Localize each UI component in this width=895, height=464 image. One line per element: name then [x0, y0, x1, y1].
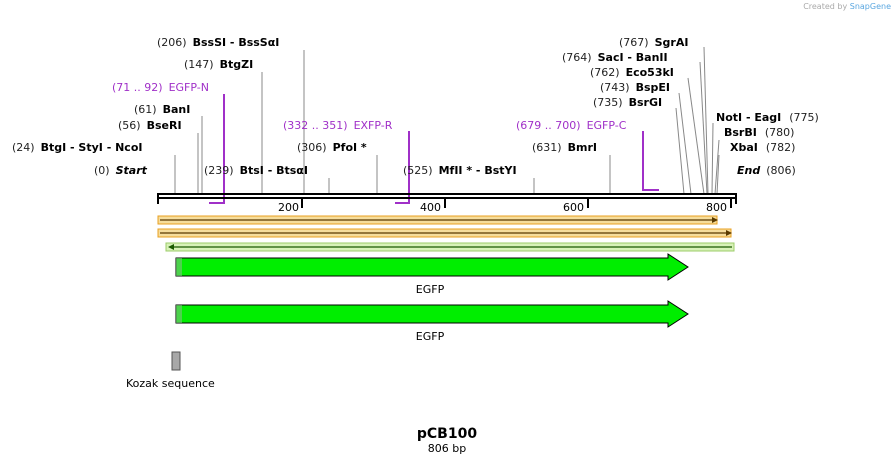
site-btgi: (24)BtgI - StyI - NcoI: [12, 141, 142, 154]
site-bani: (61)BanI: [134, 103, 190, 116]
ruler-tick-800: 800: [706, 201, 727, 214]
orf-forward-1: [157, 215, 718, 225]
plasmid-length: 806 bp: [428, 442, 466, 455]
egfp-label-2: EGFP: [416, 330, 445, 343]
end-label: End(806): [737, 164, 796, 177]
site-bseri: (56)BseRI: [118, 119, 182, 132]
egfp-label-1: EGFP: [416, 283, 445, 296]
site-bsrbi: BsrBI(780): [724, 126, 794, 139]
site-noti: NotI - EagI(775): [716, 111, 819, 124]
site-saci: (764)SacI - BanII: [562, 51, 668, 64]
primer-egfp-n: (71 .. 92)EGFP-N: [112, 81, 209, 94]
site-bsssi: (206)BssSI - BssSαI: [157, 36, 279, 49]
site-sgrai: (767)SgrAI: [619, 36, 688, 49]
kozak-feature: [171, 351, 181, 371]
site-btgzi: (147)BtgZI: [184, 58, 253, 71]
site-bspei: (743)BspEI: [600, 81, 670, 94]
snapgene-credit: Created by SnapGene: [803, 2, 891, 11]
site-xbai: XbaI(782): [730, 141, 795, 154]
primer-egfp-c: (679 .. 700)EGFP-C: [516, 119, 627, 132]
site-bmri: (631)BmrI: [532, 141, 597, 154]
ruler-tick-600: 600: [563, 201, 584, 214]
egfp-feature-1: [175, 253, 689, 281]
site-pfoi: (306)PfoI *: [297, 141, 367, 154]
site-bsrgi: (735)BsrGI: [593, 96, 662, 109]
ruler-tick-400: 400: [420, 201, 441, 214]
start-label: (0)Start: [94, 164, 148, 177]
plasmid-name: pCB100: [417, 426, 477, 442]
ruler-tick-200: 200: [278, 201, 299, 214]
backbone: [157, 193, 737, 208]
site-mfli: (525)MfII * - BstYI: [403, 164, 517, 177]
primer-markers: [209, 94, 659, 204]
orf-forward-2: [157, 228, 732, 238]
egfp-feature-2: [175, 300, 689, 328]
site-btsi: (239)BtsI - BtsαI: [204, 164, 308, 177]
site-eco53ki: (762)Eco53kI: [590, 66, 674, 79]
primer-exfp-r: (332 .. 351)EXFP-R: [283, 119, 393, 132]
kozak-label: Kozak sequence: [126, 377, 215, 390]
orf-reverse: [165, 242, 735, 252]
